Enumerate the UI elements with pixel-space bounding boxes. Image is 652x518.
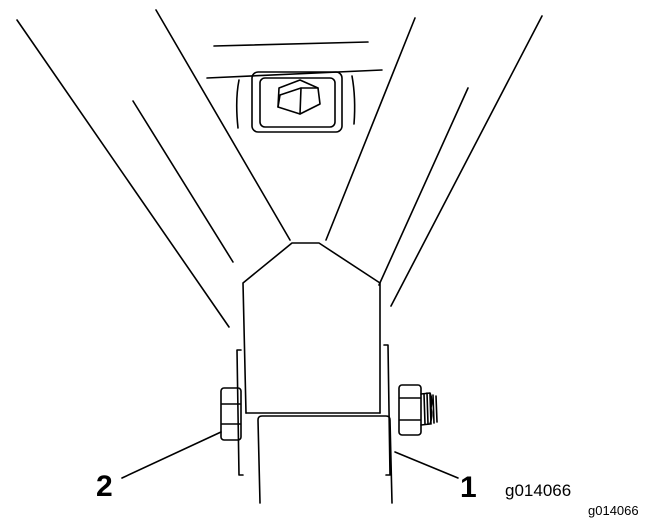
figure-id: g014066 <box>505 481 571 500</box>
leader-line-2 <box>121 431 222 479</box>
hex-bolt-head <box>251 71 343 133</box>
leader-line-1 <box>394 451 459 479</box>
left-arm <box>16 9 291 328</box>
clevis-body <box>236 242 393 504</box>
callout-number-1: 1 <box>460 471 477 504</box>
figure-id-corner: g014066 <box>588 503 639 518</box>
right-arm <box>325 15 543 307</box>
callout-number-2: 2 <box>96 470 113 503</box>
upper-plate <box>206 41 383 129</box>
left-nut <box>220 387 242 441</box>
right-nut-and-bolt <box>398 384 438 436</box>
